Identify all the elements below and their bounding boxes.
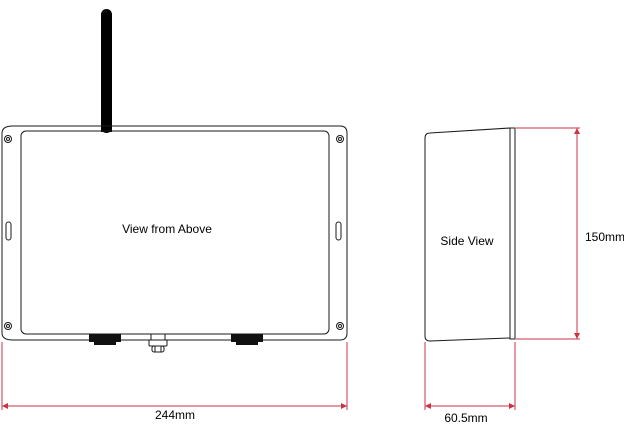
mounting-slot [5, 221, 12, 241]
antenna-body [101, 9, 112, 133]
side-view-label: Side View [440, 234, 493, 248]
screw-icon [336, 135, 344, 143]
side-view-body [424, 127, 511, 342]
depth-dimension-label: 60.5mm [444, 411, 487, 425]
top-view-label: View from Above [122, 222, 212, 236]
top-view-outer-flange [1, 125, 348, 341]
height-dimension-label: 150mm [585, 230, 624, 244]
bottom-connectors [89, 333, 263, 353]
connector-left [89, 334, 121, 342]
connector-right [231, 334, 263, 342]
screw-icon [336, 322, 344, 330]
dimension-arrows [2, 128, 580, 409]
dimension-lines [1, 127, 580, 410]
connector-right-tab [236, 342, 258, 345]
width-dimension-label: 244mm [155, 408, 195, 422]
side-view [424, 127, 516, 342]
antenna-base [101, 126, 112, 132]
top-view-lid [20, 130, 330, 335]
antenna [101, 9, 112, 133]
connector-left-tab [94, 342, 116, 345]
screw-icon [4, 322, 12, 330]
screw-icon [4, 135, 12, 143]
side-view-flange [509, 127, 516, 340]
top-view [1, 125, 348, 341]
mounting-slot [335, 221, 342, 241]
cable-gland [148, 333, 168, 353]
corner-screws [4, 135, 344, 330]
